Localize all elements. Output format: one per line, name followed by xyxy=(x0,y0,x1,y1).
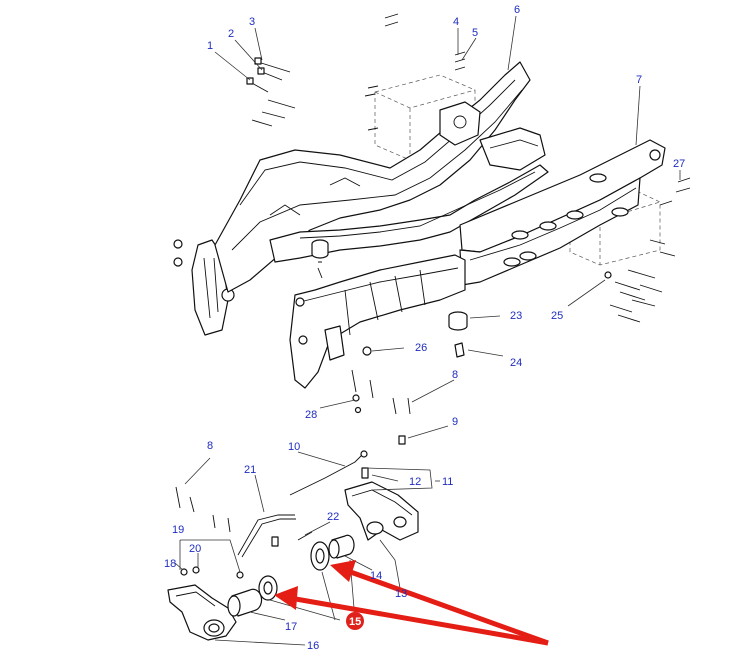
callout-28: 28 xyxy=(305,409,317,421)
callout-18: 18 xyxy=(164,558,176,570)
callout-1: 1 xyxy=(207,40,213,52)
callout-17: 17 xyxy=(285,621,297,633)
callout-19: 19 xyxy=(172,524,184,536)
hardware-bolts xyxy=(173,13,691,445)
callout-4: 4 xyxy=(453,16,459,28)
lower-front-member xyxy=(289,254,466,389)
callout-3: 3 xyxy=(249,16,255,28)
highlight-arrows xyxy=(274,560,549,646)
callout-15: 15 xyxy=(349,616,361,628)
callout-2: 2 xyxy=(228,28,234,40)
arrow-to-washer-upper xyxy=(344,567,549,646)
arrow-to-washer-lower xyxy=(289,595,549,646)
callout-22: 22 xyxy=(327,511,339,523)
callout-8-lower: 8 xyxy=(207,440,213,452)
callout-11: 11 xyxy=(442,476,453,488)
callout-10: 10 xyxy=(288,441,300,453)
callout-21: 21 xyxy=(244,464,256,476)
callout-26: 26 xyxy=(415,342,427,354)
arrow-head-upper xyxy=(330,560,356,582)
callout-6: 6 xyxy=(514,4,520,16)
callout-8-upper: 8 xyxy=(452,369,458,381)
callout-24: 24 xyxy=(510,357,522,369)
arrow-head-lower xyxy=(274,586,298,610)
callout-labels: 1 2 3 4 5 6 7 8 8 9 10 11 12 13 14 15 16… xyxy=(164,4,685,652)
callout-14: 14 xyxy=(370,570,382,582)
leader-lines xyxy=(174,15,681,646)
callout-23: 23 xyxy=(510,310,522,322)
callout-5: 5 xyxy=(472,27,478,39)
callout-13: 13 xyxy=(395,588,407,600)
callout-15-badge xyxy=(346,612,364,630)
main-frame xyxy=(191,61,549,336)
callout-12: 12 xyxy=(409,476,421,488)
callout-20: 20 xyxy=(189,543,201,555)
callout-9: 9 xyxy=(452,416,458,428)
callout-7: 7 xyxy=(636,74,642,86)
right-frame-rail xyxy=(459,139,666,286)
callout-25: 25 xyxy=(551,310,563,322)
lower-assembly xyxy=(167,450,419,641)
callout-27: 27 xyxy=(673,158,685,170)
callout-16: 16 xyxy=(307,640,319,652)
